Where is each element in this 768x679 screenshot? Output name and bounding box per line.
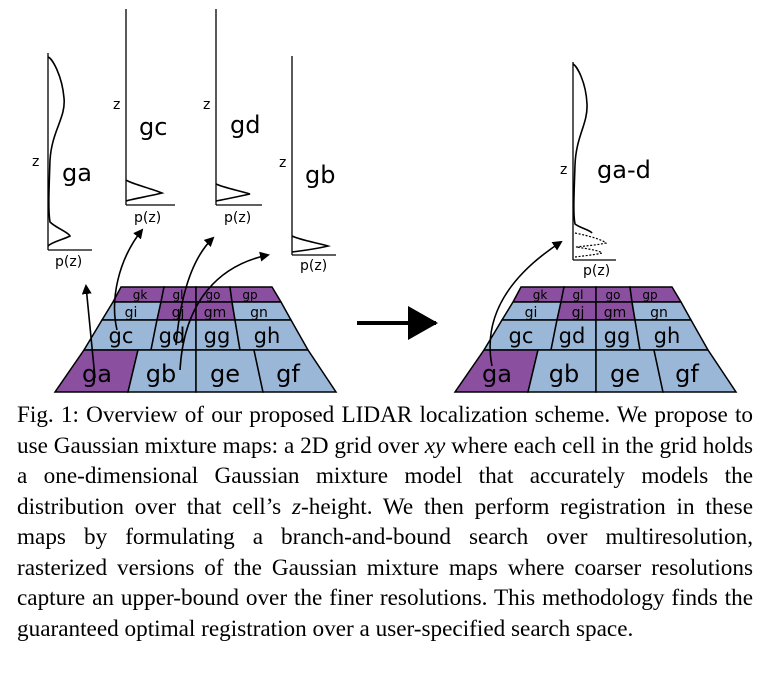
plot-gc-title: gc	[139, 113, 167, 141]
label-gi-right: gi	[525, 305, 538, 321]
plot-ga-title: ga	[62, 159, 92, 187]
plot-ga-d-title: ga-d	[597, 156, 651, 184]
label-gm-right: gm	[604, 305, 627, 321]
plot-gc-z-label: z	[113, 97, 120, 113]
overview-figure: gk gl go gp gi gj gm gn gc gd gg gh ga g…	[32, 9, 738, 393]
label-gp: gp	[242, 288, 257, 302]
label-gf-right: gf	[675, 360, 699, 388]
plot-gd-z-label: z	[203, 97, 210, 113]
label-gk: gk	[133, 288, 148, 302]
label-gf: gf	[276, 360, 300, 388]
label-gj-right: gj	[572, 305, 585, 321]
label-gg-right: gg	[604, 324, 631, 348]
arrow-ga-to-combined-plot	[489, 240, 563, 367]
plot-gd-curve	[215, 183, 251, 202]
plot-ga-d-z-label: z	[560, 162, 567, 178]
label-ge-right: ge	[610, 360, 640, 388]
plot-gc-curve	[125, 179, 165, 202]
label-gi: gi	[125, 305, 138, 321]
arrow-gb-to-plot	[179, 251, 270, 371]
plot-gb: z gb p(z)	[279, 56, 336, 274]
label-gk-right: gk	[533, 288, 548, 302]
label-gm: gm	[204, 305, 227, 321]
plot-gb-title: gb	[305, 161, 335, 189]
label-gc-right: gc	[509, 324, 534, 348]
plot-gd: z gd p(z)	[203, 9, 262, 226]
plot-ga-pz-label: p(z)	[55, 254, 82, 270]
caption-text-part-2: where each cell in the grid holds a one-…	[17, 432, 754, 520]
plot-ga-d-curve	[572, 63, 593, 234]
figure-caption: Fig. 1: Overview of our proposed LIDAR l…	[17, 400, 753, 644]
label-ga-right: ga	[482, 360, 512, 388]
plot-ga-d-dotted-curves	[574, 232, 608, 258]
plot-ga-curve	[47, 56, 72, 247]
right-grid-map: gk gl go gp gi gj gm gn gc gd gg gh ga g…	[453, 286, 738, 393]
label-gn: gn	[250, 305, 268, 321]
plot-gc: z gc p(z)	[113, 9, 175, 226]
label-gp-right: gp	[642, 288, 657, 302]
caption-text-part-3: -height. We then perform registration in…	[17, 493, 753, 642]
label-gb: gb	[146, 360, 176, 388]
plot-gc-pz-label: p(z)	[134, 210, 161, 226]
label-gb-right: gb	[549, 360, 579, 388]
label-go: go	[206, 288, 221, 302]
label-gj: gj	[172, 305, 185, 321]
label-ga: ga	[82, 360, 112, 388]
caption-math-xy: xy	[424, 432, 446, 459]
plot-ga: z ga p(z)	[32, 53, 92, 270]
arrow-gd-to-plot	[175, 236, 215, 346]
arrow-ga-to-plot	[81, 284, 96, 379]
plot-ga-d: z ga-d p(z)	[560, 62, 651, 279]
label-gl-right: gl	[573, 288, 584, 302]
label-gn-right: gn	[650, 305, 668, 321]
caption-label: Fig. 1:	[17, 402, 79, 428]
label-ge: ge	[210, 360, 240, 388]
label-gd-right: gd	[559, 324, 586, 348]
plot-ga-z-label: z	[32, 154, 39, 170]
plot-ga-d-pz-label: p(z)	[583, 263, 610, 279]
label-gc: gc	[109, 324, 134, 348]
cell-gf	[253, 349, 338, 393]
left-grid-map: gk gl go gp gi gj gm gn gc gd gg gh ga g…	[53, 286, 338, 393]
label-gh-right: gh	[654, 324, 681, 348]
arrow-gc-to-plot	[113, 228, 144, 331]
label-gh: gh	[254, 324, 281, 348]
cell-gf-right	[653, 349, 738, 393]
label-gl: gl	[173, 288, 184, 302]
caption-math-z: z	[291, 493, 302, 520]
label-gd: gd	[159, 324, 186, 348]
label-gg: gg	[204, 324, 231, 348]
plot-gd-title: gd	[230, 111, 260, 139]
plot-gb-z-label: z	[279, 155, 286, 171]
label-go-right: go	[606, 288, 621, 302]
caption-text-part-1: Overview of our proposed LIDAR localizat…	[17, 402, 753, 459]
plot-gb-curve	[291, 235, 332, 253]
plot-gb-pz-label: p(z)	[300, 258, 327, 274]
plot-gd-pz-label: p(z)	[224, 210, 251, 226]
